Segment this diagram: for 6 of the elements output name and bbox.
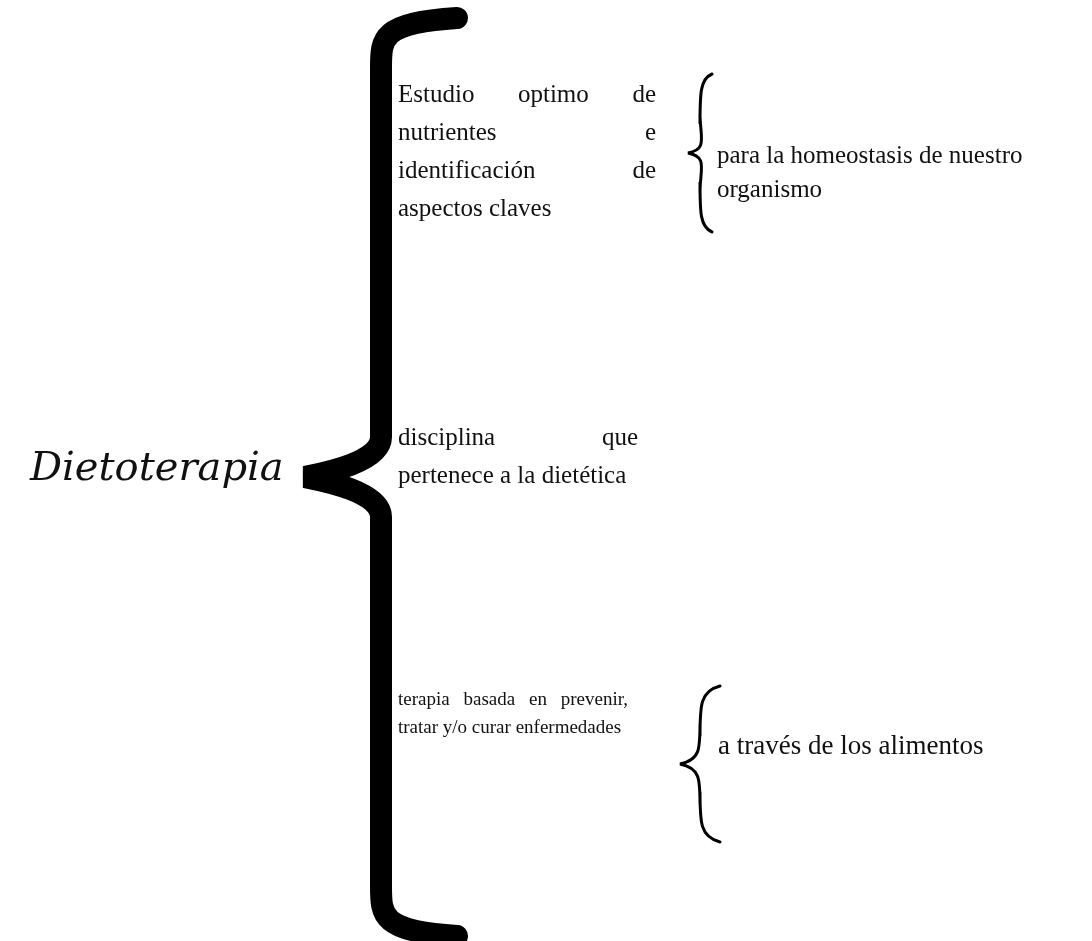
definition-text: Estudio optimo de nutrientes e identificación de aspectos claves — [398, 79, 656, 223]
topic-title: Dietoterapia — [30, 442, 285, 491]
note-text: a través de los alimentos — [718, 729, 985, 762]
definition-text: disciplina que pertenece a la dietética — [398, 422, 638, 490]
note-text: para la homeostasis de nuestro organismo — [717, 140, 1024, 204]
definition-text: terapia basada en prevenir, tratar y/o curar enfermedades — [398, 687, 628, 739]
